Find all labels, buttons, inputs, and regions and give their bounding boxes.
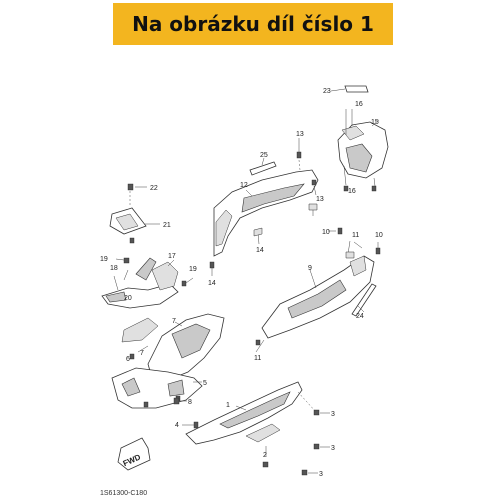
callout-16-a: 16: [355, 101, 363, 108]
fwd-arrow-icon: [117, 437, 151, 471]
part-1: [185, 381, 303, 445]
part-15: [337, 109, 389, 187]
callout-19-a: 19: [100, 256, 108, 263]
callout-5: 5: [203, 380, 207, 387]
part-5: [111, 367, 203, 409]
callout-12: 12: [240, 182, 248, 189]
callout-10-a: 10: [322, 229, 330, 236]
part-7: [121, 313, 225, 381]
part-13: [296, 138, 317, 196]
callout-21: 21: [163, 222, 171, 229]
callout-22: 22: [150, 185, 158, 192]
part-23: [330, 85, 369, 93]
part-16: [343, 185, 377, 192]
callout-2: 2: [263, 452, 267, 459]
callout-17: 17: [168, 253, 176, 260]
part-9: [255, 255, 375, 353]
callout-23: 23: [323, 88, 331, 95]
diagram-code: 1S61300-C180: [100, 490, 147, 497]
part-10: [328, 227, 381, 255]
callout-25: 25: [260, 152, 268, 159]
callout-9: 9: [308, 265, 312, 272]
callout-15: 15: [371, 119, 379, 126]
callout-16-b: 16: [348, 188, 356, 195]
part-2: [262, 446, 269, 468]
header-title: Na obrázku díl číslo 1: [132, 12, 374, 36]
part-22: [127, 183, 147, 205]
callout-3-b: 3: [331, 445, 335, 452]
callout-11-a: 11: [352, 232, 359, 239]
callout-7-a: 7: [172, 318, 176, 325]
callout-13-a: 13: [296, 131, 304, 138]
callout-3-a: 3: [331, 411, 335, 418]
header-banner: Na obrázku díl číslo 1: [113, 3, 393, 45]
callout-3-c: 3: [319, 471, 323, 478]
part-8: [173, 397, 187, 405]
callout-19-b: 19: [189, 266, 197, 273]
callout-10-b: 10: [375, 232, 383, 239]
callout-14-a: 14: [256, 247, 264, 254]
callout-13-b: 13: [316, 196, 324, 203]
part-11: [345, 240, 363, 259]
part-4: [182, 421, 199, 429]
callout-1: 1: [226, 402, 230, 409]
callout-11-b: 11: [254, 355, 261, 362]
callout-24: 24: [356, 313, 364, 320]
callout-7-b: 7: [140, 350, 144, 357]
part-25: [249, 157, 277, 176]
callout-8: 8: [188, 399, 192, 406]
callout-4: 4: [175, 422, 179, 429]
part-14: [209, 203, 318, 276]
part-3: [297, 391, 330, 476]
callout-14-b: 14: [208, 280, 216, 287]
part-24: [351, 283, 377, 317]
part-19: [115, 257, 194, 287]
callout-6: 6: [126, 356, 130, 363]
callout-20: 20: [124, 295, 132, 302]
part-18: [101, 257, 179, 309]
callout-18: 18: [110, 265, 118, 272]
part-17: [151, 259, 179, 291]
part-12: [213, 169, 319, 257]
part-21: [109, 207, 160, 244]
